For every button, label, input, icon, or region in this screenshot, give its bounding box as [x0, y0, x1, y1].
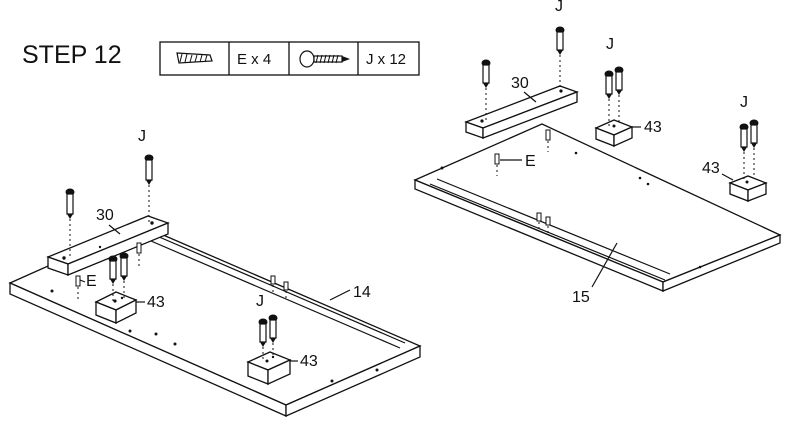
- right-block-1-label: 43: [644, 119, 662, 136]
- left-dowel-1: [75, 275, 81, 300]
- left-panel-right-edge: [285, 345, 421, 417]
- right-top-screw-1: [481, 59, 491, 121]
- left-assembly: J 30 E 43 J 14 43: [8, 128, 422, 417]
- left-bar-label: 30: [96, 207, 114, 224]
- right-block-43-1: [594, 119, 634, 148]
- left-top-screw-1: [65, 188, 75, 257]
- right-far-screw-2: [749, 119, 759, 178]
- left-middle-screw-label: J: [256, 293, 264, 310]
- dowel-count-label: E x 4: [237, 51, 271, 68]
- right-top-screw-label: J: [555, 0, 563, 15]
- right-far-screw-1: [739, 123, 749, 182]
- right-middle-dowel-2: [545, 216, 551, 236]
- right-upper-screw-1: [604, 70, 614, 126]
- right-assembly: J 30 J 43 E J 43 15: [413, 0, 782, 306]
- right-top-screw-2: [555, 26, 565, 91]
- screw-icon: [299, 50, 350, 68]
- right-middle-dowel-1: [536, 212, 542, 232]
- right-panel-label: 15: [572, 289, 590, 306]
- left-panel-label: 14: [353, 284, 371, 301]
- right-panel-right-edge: [662, 234, 781, 292]
- left-block-screw-1: [108, 255, 118, 301]
- right-dowel-2: [545, 129, 551, 152]
- right-upper-screw-2: [614, 66, 624, 123]
- left-lower-screw-1: [258, 318, 268, 361]
- dowel-icon: [176, 52, 213, 64]
- right-upper-screw-label: J: [606, 36, 614, 53]
- left-dowel-label: E: [86, 273, 97, 290]
- right-bar-30: [464, 85, 579, 139]
- left-lower-screw-2: [268, 314, 278, 357]
- right-far-screw-label: J: [740, 94, 748, 111]
- right-block-2-label: 43: [702, 160, 720, 177]
- left-block-1-label: 43: [147, 294, 165, 311]
- left-top-screw-2: [144, 154, 154, 223]
- step-title: STEP 12: [22, 41, 122, 69]
- right-dowel-1: [494, 153, 500, 176]
- left-middle-dowel-1: [270, 275, 276, 294]
- right-dowel-label: E: [525, 153, 536, 170]
- left-block-screw-2: [119, 252, 129, 298]
- left-dowel-2: [136, 242, 142, 266]
- left-top-screw-label: J: [138, 128, 146, 145]
- parts-box: E x 4 J x 12: [159, 41, 420, 76]
- left-block-43-2: [246, 351, 292, 386]
- screw-count-label: J x 12: [366, 51, 406, 68]
- left-block-2-label: 43: [300, 353, 318, 370]
- left-block-43-1: [94, 291, 138, 325]
- left-middle-dowel-2: [283, 281, 289, 300]
- right-block-43-2: [728, 175, 768, 202]
- left-bar-30: [46, 215, 170, 276]
- right-bar-label: 30: [511, 75, 529, 92]
